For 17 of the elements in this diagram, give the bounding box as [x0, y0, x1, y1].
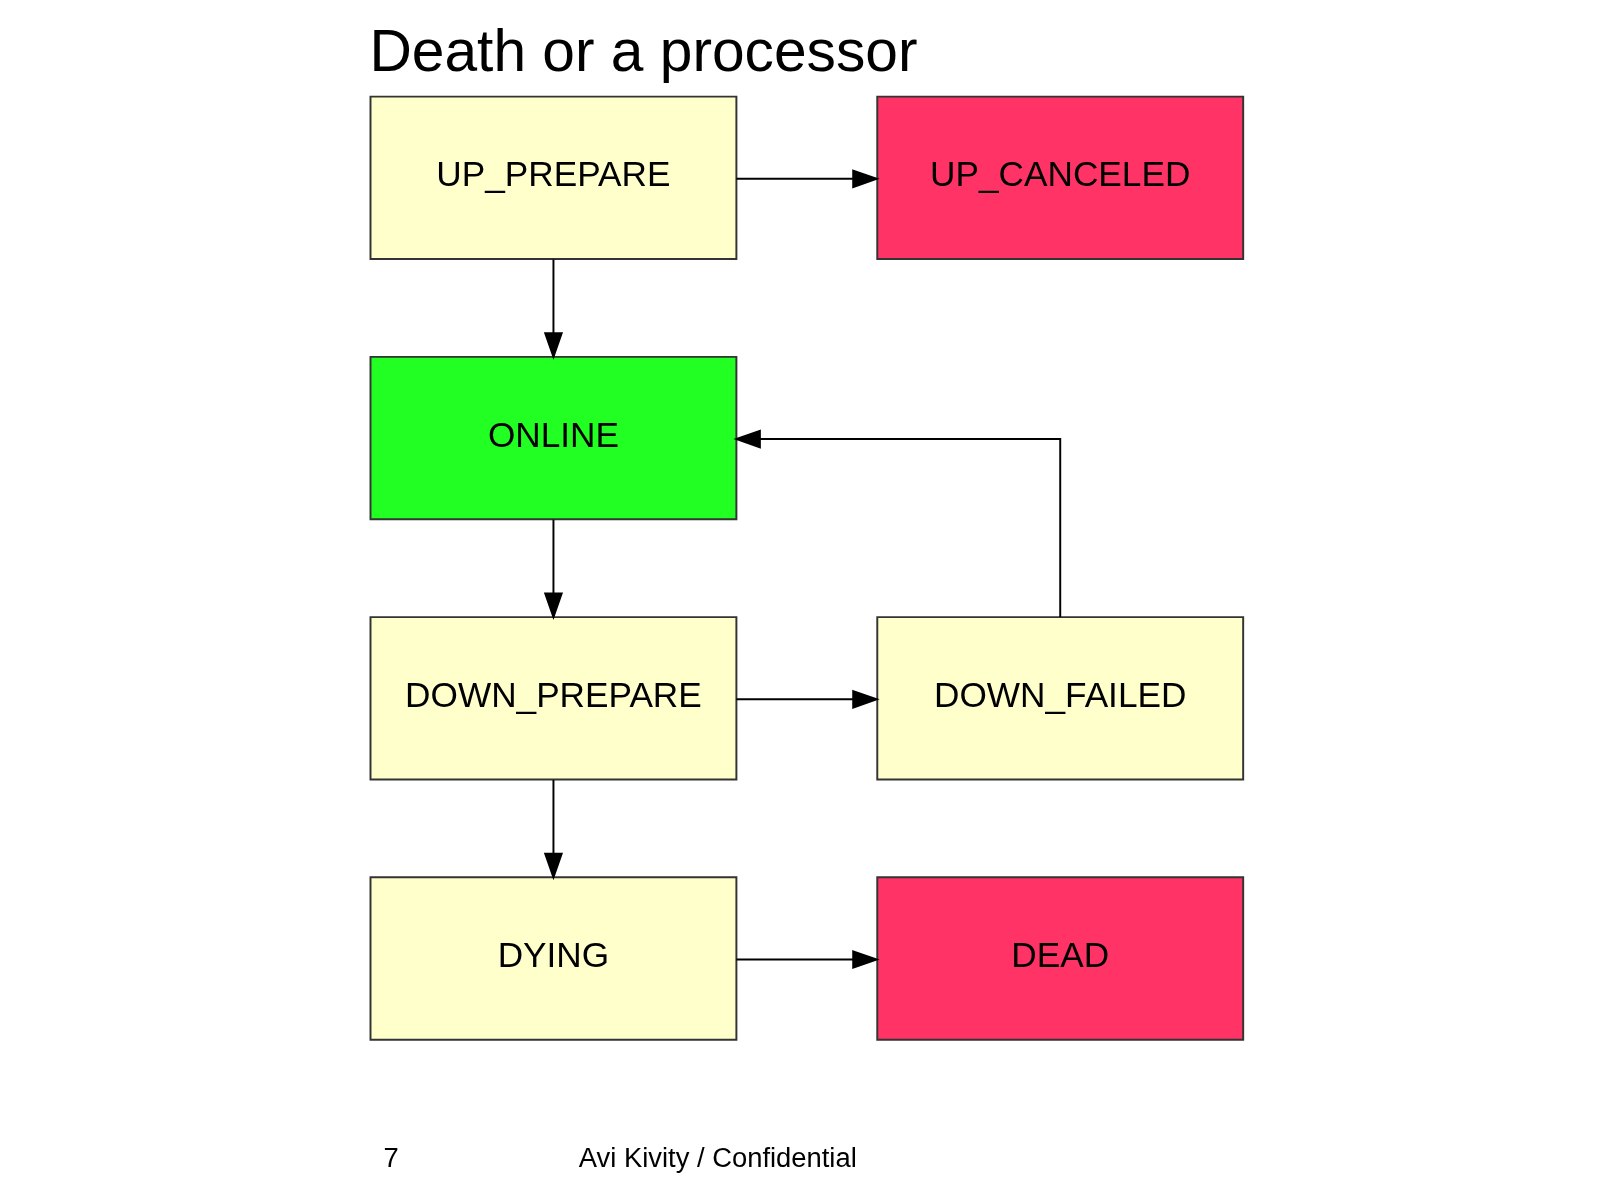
arrow — [735, 169, 880, 189]
diagram-title: Death or a processor — [369, 18, 918, 84]
arrow — [735, 689, 880, 709]
arrow — [543, 778, 564, 881]
arrow — [733, 429, 1062, 618]
node-box: ONLINE — [369, 355, 738, 521]
arrow — [735, 949, 880, 970]
node-box: DOWN_PREPARE — [369, 616, 738, 781]
node-box: DOWN_FAILED — [876, 616, 1245, 781]
node-box: UP_CANCELED — [876, 95, 1245, 261]
arrow — [543, 258, 564, 360]
label: 7 — [383, 1142, 399, 1174]
node-box: UP_PREPARE — [369, 95, 738, 261]
arrow — [543, 518, 564, 620]
node-box: DEAD — [876, 876, 1245, 1041]
label: Avi Kivity / Confidential — [578, 1142, 857, 1174]
node-box: DYING — [369, 876, 738, 1041]
